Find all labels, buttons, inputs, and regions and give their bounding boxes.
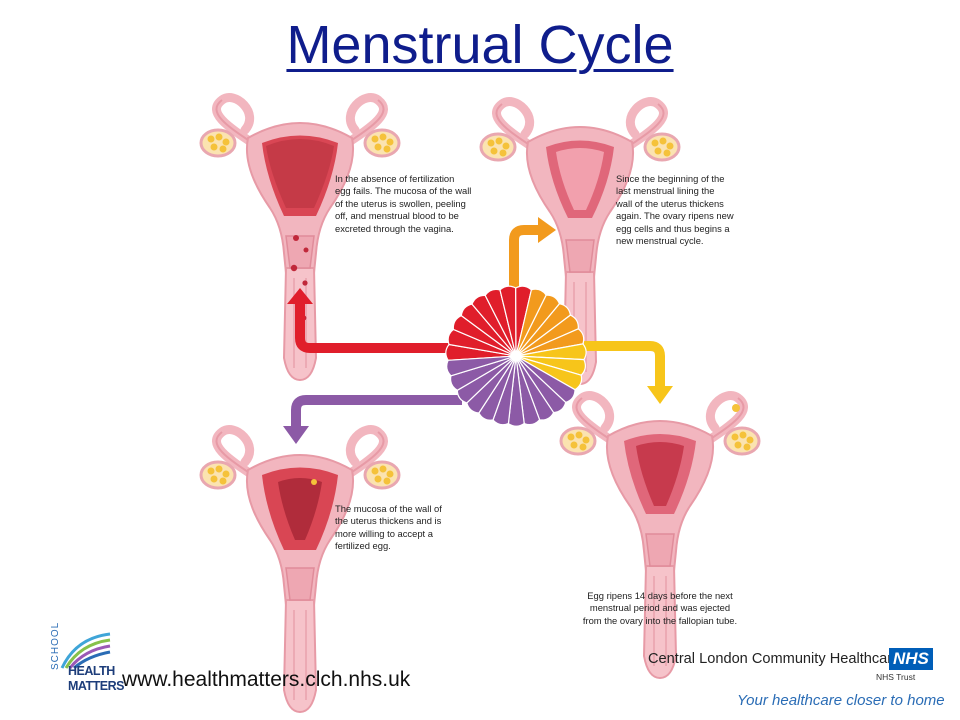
uterus-menstruation	[201, 98, 399, 380]
page-title: Menstrual Cycle	[286, 15, 674, 75]
uterus-receptive	[201, 430, 399, 712]
logo-health-text: HEALTH	[68, 664, 115, 678]
logo-matters-text: MATTERS	[68, 679, 125, 693]
logo-swoosh-icon	[60, 632, 111, 670]
arrow-ovulation	[584, 341, 665, 390]
arrowhead-follicular	[538, 217, 556, 243]
school-health-matters-logo: SCHOOL HEALTH MATTERS	[50, 622, 125, 708]
caption-receptive: The mucosa of the wall of the uterus thi…	[335, 503, 442, 552]
caption-menstruation: In the absence of fertilization egg fail…	[335, 173, 472, 234]
arrowhead-luteal	[283, 426, 309, 444]
arrow-menstrual	[295, 300, 450, 353]
caption-regrowth: Since the beginning of the last menstrua…	[616, 173, 734, 247]
wheel-center	[513, 353, 519, 359]
logo-school-text: SCHOOL	[50, 621, 61, 670]
wheel-segment-purple	[446, 355, 517, 377]
uterus-ovulation	[561, 396, 759, 678]
arrowhead-menstrual	[287, 288, 313, 304]
arrow-follicular	[509, 225, 542, 296]
nhs-trust-label: NHS Trust	[876, 672, 916, 682]
arrow-luteal	[291, 395, 462, 430]
arrowhead-ovulation	[647, 386, 673, 404]
uterus-regrowth	[481, 102, 679, 384]
caption-ovulation: Egg ripens 14 days before the next menst…	[582, 590, 738, 626]
cycle-wheel	[445, 285, 587, 427]
tagline: Your healthcare closer to home	[737, 692, 945, 709]
nhs-badge: NHS	[889, 648, 933, 670]
website-link[interactable]: www.healthmatters.clch.nhs.uk	[122, 668, 411, 691]
organisation-name: Central London Community Healthcare	[648, 651, 901, 667]
